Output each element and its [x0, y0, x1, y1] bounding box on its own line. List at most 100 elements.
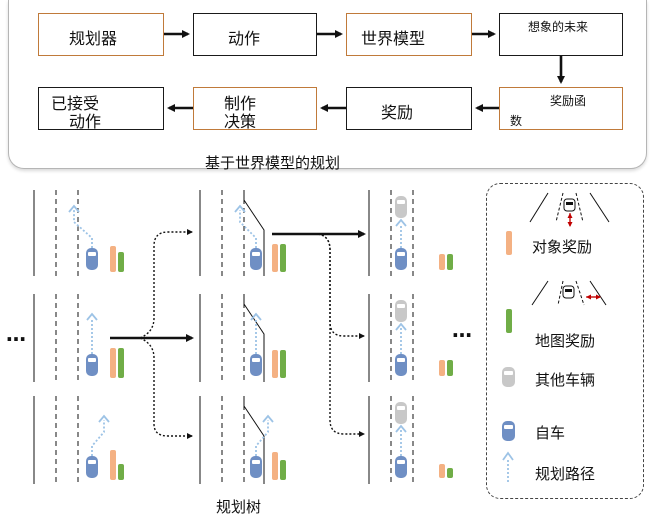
scene-r1-c2-bars-object [439, 360, 445, 376]
ellipsis-left: … [6, 322, 26, 346]
scene-r2-c0-bars-object [110, 450, 116, 480]
scene-r1-c0-path-head [86, 312, 98, 321]
legend-object-car-icon [563, 198, 576, 227]
scene-r1-c2-ego [395, 354, 407, 376]
scene-r1-c1-ego-window [252, 358, 260, 362]
scene-r2-c0-path-head [98, 414, 110, 423]
scene-r0-c2-other-body [395, 196, 407, 218]
scene-r2-c1-lane-merge [243, 396, 265, 484]
scene-r0-c1-road [199, 190, 245, 276]
box-reward-label: 奖励 [381, 103, 414, 122]
box-imagined-future-label: 想象的未来 [528, 20, 589, 34]
scene-r2-c1-bars-map [280, 460, 286, 480]
scene-r1-c1-ego-body [250, 354, 262, 376]
box-accepted-line2: 动作 [69, 112, 102, 131]
scene-r1-c0-ego-body [86, 354, 98, 376]
scene-r1-c1-lane-merge [243, 294, 265, 382]
scene-r1-c0-road [33, 294, 79, 382]
scene-r1-c2-ego-window [397, 358, 405, 362]
scene-r0-c2-bars-object [439, 254, 445, 270]
box-world-model: 世界模型 [346, 13, 472, 56]
scene-r1-c0-bars-object [110, 348, 116, 378]
box-world-model-label: 世界模型 [361, 29, 426, 48]
tree-connectors [110, 229, 366, 439]
scene-r0-c2-ego [395, 248, 407, 270]
scene-r1-c1-road [199, 294, 245, 382]
scene-r0-c2-road [368, 190, 414, 276]
box-decision: 制作 决策 [193, 87, 317, 131]
scene-r0-c0-road [33, 190, 79, 276]
legend-other-vehicles-label: 其他车辆 [535, 371, 596, 389]
scene-r0-c0-bars-object [110, 246, 116, 272]
scene-r0-c1-path-head [234, 204, 246, 213]
scene-r2-c1-ego-window [252, 460, 260, 464]
scene-r2-c2-road [368, 396, 414, 484]
scene-r2-c2-other-body [395, 402, 407, 424]
scene-r0-c2-other-window [397, 200, 405, 204]
scene-r0-c2-other [395, 196, 407, 218]
scene-r2-c2-bars-object [439, 464, 445, 478]
scene-r0-c1-ego-body [250, 248, 262, 270]
legend-ego-vehicle-label: 自车 [535, 424, 566, 442]
legend-path-icon [502, 451, 514, 482]
scene-r2-c2-ego-window [397, 460, 405, 464]
legend-other-vehicle-icon [502, 367, 515, 387]
scene-r1-c2-other [395, 300, 407, 322]
scene-r0-c2-bars-map [447, 254, 453, 270]
connector-branch-mid-2 [317, 233, 365, 339]
scene-r0-c1-ego [250, 248, 262, 270]
box-reward: 奖励 [346, 87, 472, 130]
scene-r1-c2-other-window [397, 304, 405, 308]
scene-r2-c2-other [395, 402, 407, 424]
scene-r2-c0-ego-window [88, 460, 96, 464]
scene-r1-c0-ego [86, 354, 98, 376]
legend-map-road-icon [531, 280, 607, 306]
box-accepted-line1: 已接受 [51, 94, 100, 113]
legend-map-reward-label: 地图奖励 [535, 332, 596, 350]
scene-r2-c1-bars-object [272, 452, 278, 480]
box-planner: 规划器 [38, 13, 164, 56]
legend-object-reward-bar-icon [506, 231, 512, 255]
scene-r1-c2-road [368, 294, 414, 382]
scene-r2-c0-bars-map [118, 464, 124, 480]
scene-r0-c1-path [239, 210, 257, 248]
scene-r1-c0-ego-window [88, 358, 96, 362]
scene-r0-c0-bars-map [118, 252, 124, 272]
scene-r1-c2-path-head [395, 322, 407, 331]
legend-object-road-icon [529, 192, 610, 223]
connector-branch-bottom-2 [317, 233, 365, 437]
box-reward-function: 奖励函 数 [499, 87, 623, 130]
box-planner-label: 规划器 [69, 29, 118, 48]
legend-map-reward-bar-icon [506, 309, 512, 333]
scene-r2-c0-ego [86, 456, 98, 478]
flow-arrows [164, 30, 565, 112]
scene-r2-c0-path [91, 420, 105, 456]
scene-r0-c1-bars-object [272, 244, 278, 272]
legend-object-reward-label: 对象奖励 [532, 238, 593, 256]
scene-r0-c2-path-head [395, 218, 407, 227]
scene-r0-c1-ego-window [252, 252, 260, 256]
box-decision-line2: 决策 [224, 112, 257, 131]
scene-r2-c2-bars-map [447, 468, 453, 478]
box-reward-function-line1: 奖励函 [550, 94, 587, 108]
scene-r2-c0-road [33, 396, 79, 484]
scene-r1-c1-ego [250, 354, 262, 376]
box-reward-function-line2: 数 [510, 114, 523, 128]
planning-tree-scenes [33, 190, 453, 484]
scene-r1-c1-path-head [250, 312, 262, 321]
scene-r1-c1-bars-object [272, 350, 278, 378]
scene-r0-c1-bars-map [280, 244, 286, 272]
box-action: 动作 [193, 13, 317, 56]
connector-branch-bottom-1 [139, 337, 193, 439]
scene-r2-c1-path-head [262, 414, 274, 423]
scene-r0-c0-path [73, 210, 93, 248]
scene-r2-c2-other-window [397, 406, 405, 410]
scene-r2-c0-ego-body [86, 456, 98, 478]
scene-r0-c2-ego-window [397, 252, 405, 256]
tree-caption: 规划树 [216, 498, 262, 516]
ellipsis-right: … [452, 318, 472, 342]
legend-planned-path-label: 规划路径 [535, 465, 596, 483]
box-accepted-action: 已接受 动作 [38, 87, 164, 131]
scene-r1-c1-bars-map [280, 350, 286, 378]
